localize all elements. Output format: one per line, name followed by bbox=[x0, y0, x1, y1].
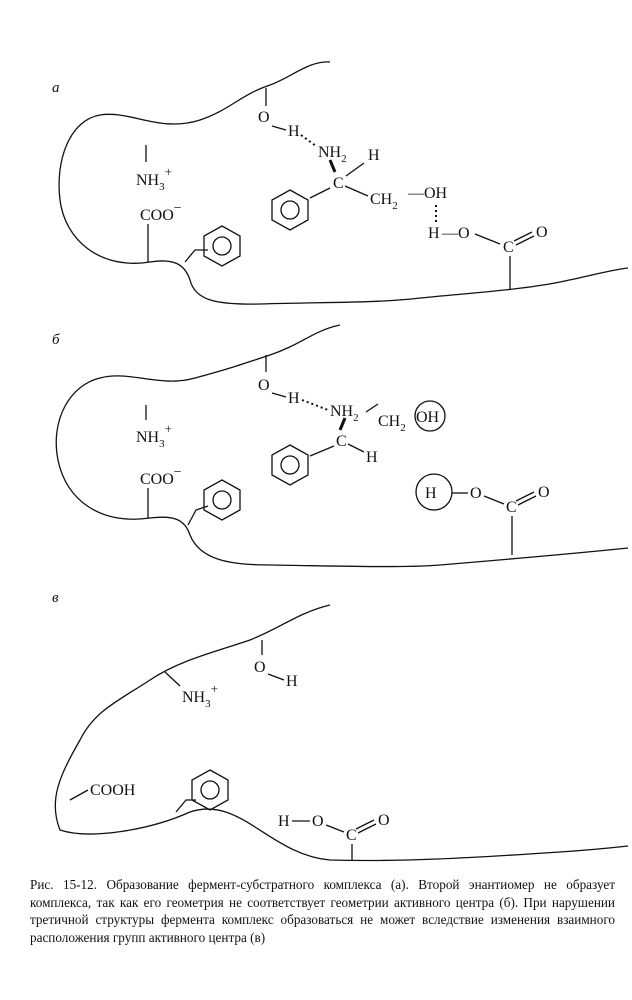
panel-a: а O H NH3+ COO− NH2 H C CH2 —OH H —O C O bbox=[52, 61, 629, 305]
nh3-group: NH3+ bbox=[136, 421, 172, 450]
bond bbox=[365, 403, 379, 413]
bond bbox=[187, 505, 209, 526]
enzyme-outline-c bbox=[54, 604, 629, 862]
benzene-ring-icon bbox=[203, 479, 241, 521]
bond bbox=[271, 392, 287, 398]
substrate-h: H bbox=[366, 449, 378, 466]
bond bbox=[345, 162, 365, 177]
substrate-nh2: NH2 bbox=[318, 144, 347, 165]
panel-label-c: в bbox=[52, 590, 59, 606]
acid-carbonyl-o: O bbox=[536, 224, 548, 241]
substrate-h: H bbox=[368, 147, 380, 164]
acid-o: O bbox=[470, 485, 482, 502]
bond bbox=[474, 233, 501, 245]
benzene-ring-circle bbox=[212, 490, 232, 510]
bond bbox=[309, 445, 335, 457]
highlight-circle bbox=[415, 473, 453, 511]
acid-carbonyl-o: O bbox=[378, 812, 390, 829]
hydroxyl-oxygen: O bbox=[254, 659, 266, 676]
bond bbox=[344, 185, 369, 197]
acid-h: H bbox=[428, 225, 440, 242]
bond bbox=[483, 495, 505, 505]
substrate-oh: OH bbox=[416, 409, 440, 426]
highlight-circle bbox=[414, 400, 446, 432]
bond bbox=[267, 673, 285, 681]
hydroxyl-oxygen: O bbox=[258, 377, 270, 394]
substrate-ch2: CH2 bbox=[370, 191, 398, 212]
hydroxyl-oxygen: O bbox=[258, 109, 270, 126]
benzene-ring-icon bbox=[191, 769, 229, 811]
substrate-nh2: NH2 bbox=[330, 403, 359, 424]
hydroxyl-hydrogen: H bbox=[286, 673, 298, 690]
acid-o: —O bbox=[441, 225, 470, 242]
hydroxyl-hydrogen: H bbox=[288, 390, 300, 407]
coo-group: COO− bbox=[140, 201, 182, 224]
bond bbox=[271, 125, 287, 131]
benzene-ring-circle bbox=[200, 780, 220, 800]
enzyme-outline-a bbox=[58, 61, 629, 305]
panel-label-a: а bbox=[52, 80, 60, 96]
acid-carbonyl-o: O bbox=[538, 484, 550, 501]
acid-h: H bbox=[425, 485, 437, 502]
enzyme-outline-b bbox=[55, 324, 629, 568]
bond bbox=[325, 824, 345, 833]
wedge-bond bbox=[328, 159, 337, 173]
cooh-group: COOH bbox=[90, 782, 136, 799]
substrate-oh: —OH bbox=[407, 185, 448, 202]
double-bond bbox=[355, 819, 377, 834]
nh3-group: NH3+ bbox=[136, 164, 172, 193]
benzene-ring-icon bbox=[271, 189, 309, 231]
acid-c: C bbox=[503, 239, 514, 256]
chiral-carbon: C bbox=[336, 433, 347, 450]
benzene-ring-circle bbox=[280, 200, 300, 220]
bond bbox=[164, 671, 181, 687]
double-bond bbox=[513, 231, 535, 246]
hydrogen-bond bbox=[300, 134, 317, 147]
acid-c: C bbox=[346, 827, 357, 844]
acid-c: C bbox=[506, 499, 517, 516]
bond bbox=[309, 187, 331, 199]
bond bbox=[175, 799, 196, 813]
coo-group: COO− bbox=[140, 465, 182, 488]
hydroxyl-hydrogen: H bbox=[288, 123, 300, 140]
figure-caption: Рис. 15-12. Образование фермент-субстрат… bbox=[30, 877, 615, 945]
double-bond bbox=[515, 491, 537, 506]
benzene-ring-icon bbox=[271, 444, 309, 486]
substrate-ch2: CH2 bbox=[378, 413, 406, 434]
benzene-ring-circle bbox=[212, 236, 232, 256]
nh3-group: NH3+ bbox=[182, 681, 218, 710]
benzene-ring-circle bbox=[280, 455, 300, 475]
hydrogen-bond bbox=[301, 399, 329, 411]
wedge-bond bbox=[338, 417, 347, 431]
bond bbox=[347, 443, 365, 453]
acid-o: O bbox=[312, 813, 324, 830]
benzene-ring-icon bbox=[203, 225, 241, 267]
chiral-carbon: C bbox=[333, 175, 344, 192]
bond bbox=[69, 789, 89, 801]
acid-h: H bbox=[278, 813, 290, 830]
panel-b: б O H NH3+ COO− NH2 CH2 OH C H H O C O bbox=[52, 324, 629, 568]
panel-label-b: б bbox=[52, 332, 60, 348]
panel-c: в O H NH3+ COOH H O C O bbox=[52, 590, 629, 862]
